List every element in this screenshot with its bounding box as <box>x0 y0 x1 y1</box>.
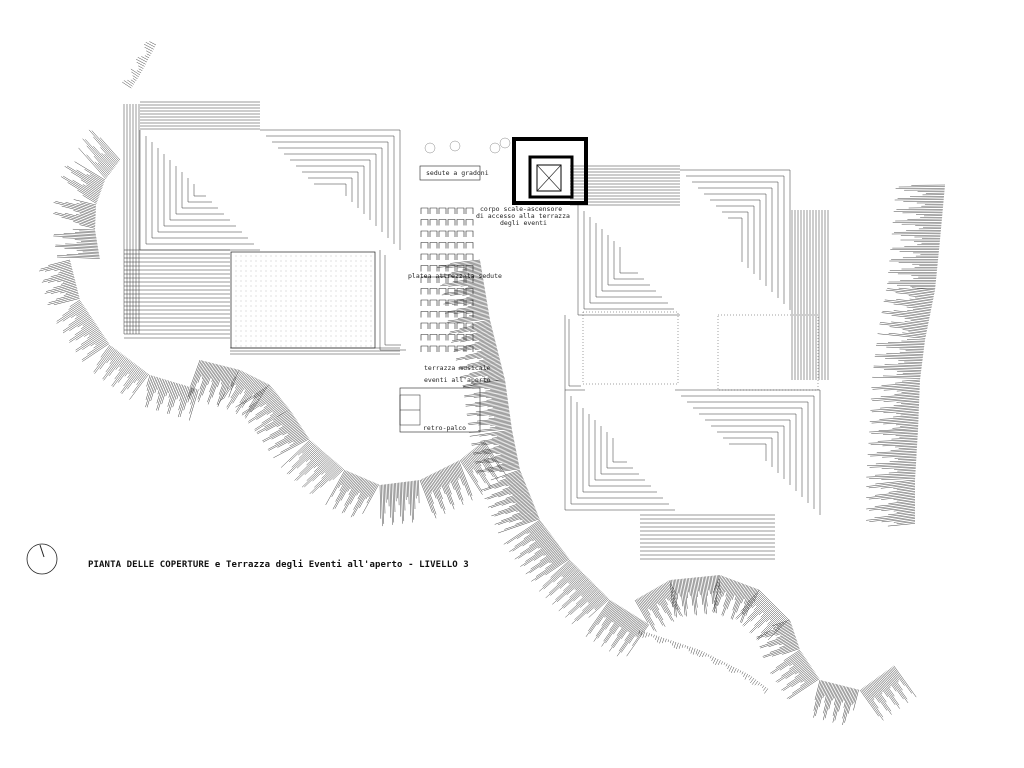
label-corpo-scale: corpo scale-ascensore <box>480 205 563 213</box>
north-arrow-icon <box>26 543 58 575</box>
label-corpo-scale-2: di accesso alla terrazza <box>476 212 570 220</box>
landscape-terraces <box>39 41 946 726</box>
label-corpo-scale-3: degli eventi <box>500 219 547 227</box>
architectural-details <box>230 137 819 433</box>
label-platea: platea attrezzata sedute <box>408 272 502 280</box>
label-eventi-aperto: eventi all'aperto <box>424 376 491 384</box>
label-sedute-gradoni: sedute a gradoni <box>426 169 489 177</box>
label-retro-palco: retro-palco <box>423 424 467 432</box>
roof-hatching <box>123 101 829 560</box>
label-terrazza-musicale: terrazza musicale <box>424 364 491 372</box>
drawing-title: PIANTA DELLE COPERTURE e Terrazza degli … <box>88 560 469 570</box>
